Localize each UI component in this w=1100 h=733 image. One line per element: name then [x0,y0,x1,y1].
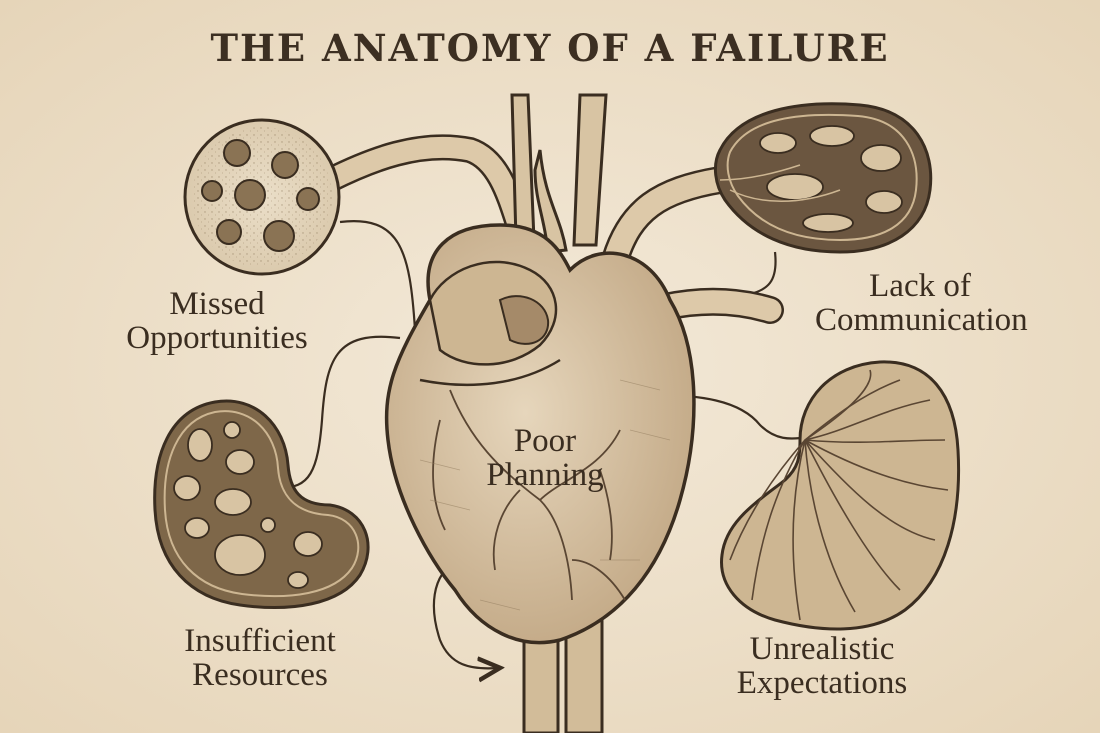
heart-illustration [384,223,696,645]
label-line: Missed [169,286,265,322]
label-line: Planning [486,457,604,493]
label-line: Opportunities [126,320,308,356]
label-poor-planning: Poor Planning [455,424,635,492]
cell-organ [183,118,341,276]
aorta-vessels [510,93,608,254]
arrow [432,559,498,668]
diagram-title: THE ANATOMY OF A FAILURE [210,26,890,70]
label-insufficient-resources: Insufficient Resources [150,624,370,692]
label-line: Unrealistic [749,631,895,667]
label-missed-opportunities: Missed Opportunities [112,287,322,355]
label-line: Lack of [869,268,971,304]
label-line: Communication [815,302,1028,338]
label-line: Insufficient [184,623,336,659]
label-lack-of-communication: Lack of Communication [815,268,1028,338]
label-line: Poor [513,423,577,459]
label-unrealistic-expectations: Unrealistic Expectations [712,632,932,700]
leader-resources [277,335,401,489]
vessel-left [317,134,533,243]
label-line: Expectations [736,665,908,701]
kidney-organ [153,399,370,609]
pouch-organ [713,102,933,254]
label-line: Resources [192,657,328,693]
lobe-organ [720,360,961,631]
